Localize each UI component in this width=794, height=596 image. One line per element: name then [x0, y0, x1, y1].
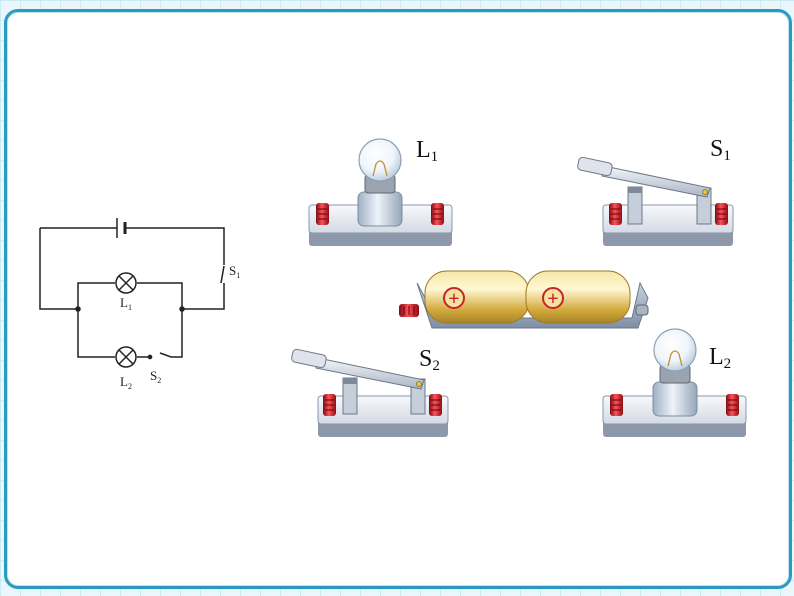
battery-cell-1-plus-icon: +	[448, 288, 459, 310]
junction-right	[179, 306, 185, 312]
switch-s2-label: S2	[419, 346, 440, 374]
circuit-diagram	[39, 218, 225, 368]
battery-component[interactable]: + +	[399, 270, 649, 329]
switch-s1-lever[interactable]	[601, 165, 711, 198]
switch-s1-handle[interactable]	[577, 156, 613, 177]
switch-s1-label: S1	[710, 136, 731, 164]
battery-terminal-left[interactable]	[399, 304, 419, 317]
lamp-l2-label: L2	[709, 344, 731, 372]
battery-cell-2-plus-icon: +	[547, 288, 558, 310]
diagram-l1-label: L1	[120, 295, 132, 312]
switch-s2-terminal-left[interactable]	[323, 394, 336, 416]
battery-cell-1: +	[424, 270, 530, 324]
wire-top-right	[125, 227, 225, 265]
lamp-l1-component[interactable]	[308, 138, 453, 246]
branch-bottom	[77, 309, 183, 358]
switch-s2-terminal-right[interactable]	[429, 394, 442, 416]
switch-s2-pivot	[147, 354, 153, 360]
lamp-l1-label: L1	[416, 137, 438, 165]
lamp-l1-symbol	[115, 272, 137, 294]
switch-s1-terminal-right[interactable]	[715, 203, 728, 225]
switch-s2-component[interactable]	[291, 348, 449, 437]
lamp-l2-component[interactable]	[602, 328, 747, 437]
lamp-l2-bulb	[653, 328, 697, 372]
wire-left	[39, 228, 78, 310]
diagram-s2-label: S2	[150, 368, 161, 385]
junction-left	[75, 306, 81, 312]
lamp-l2-terminal-right[interactable]	[726, 394, 739, 416]
lamp-l2-terminal-left[interactable]	[610, 394, 623, 416]
switch-s2-handle[interactable]	[291, 348, 327, 369]
battery-cell-2: +	[525, 270, 631, 324]
lamp-l1-terminal-right[interactable]	[431, 203, 444, 225]
switch-s1-blade	[220, 265, 225, 284]
slide-frame	[4, 9, 792, 589]
lamp-l1-bulb	[358, 138, 402, 182]
switch-s2-lever[interactable]	[315, 357, 425, 390]
switch-s1-component[interactable]	[577, 156, 734, 246]
diagram-l2-label: L2	[120, 374, 132, 391]
switch-s1-terminal-left[interactable]	[609, 203, 622, 225]
diagram-s1-label: S1	[229, 263, 240, 280]
wire-right	[182, 283, 225, 310]
branch-top	[77, 282, 183, 309]
lamp-l2-symbol	[115, 346, 137, 368]
battery-terminal-right[interactable]	[635, 304, 649, 316]
lamp-l1-terminal-left[interactable]	[316, 203, 329, 225]
